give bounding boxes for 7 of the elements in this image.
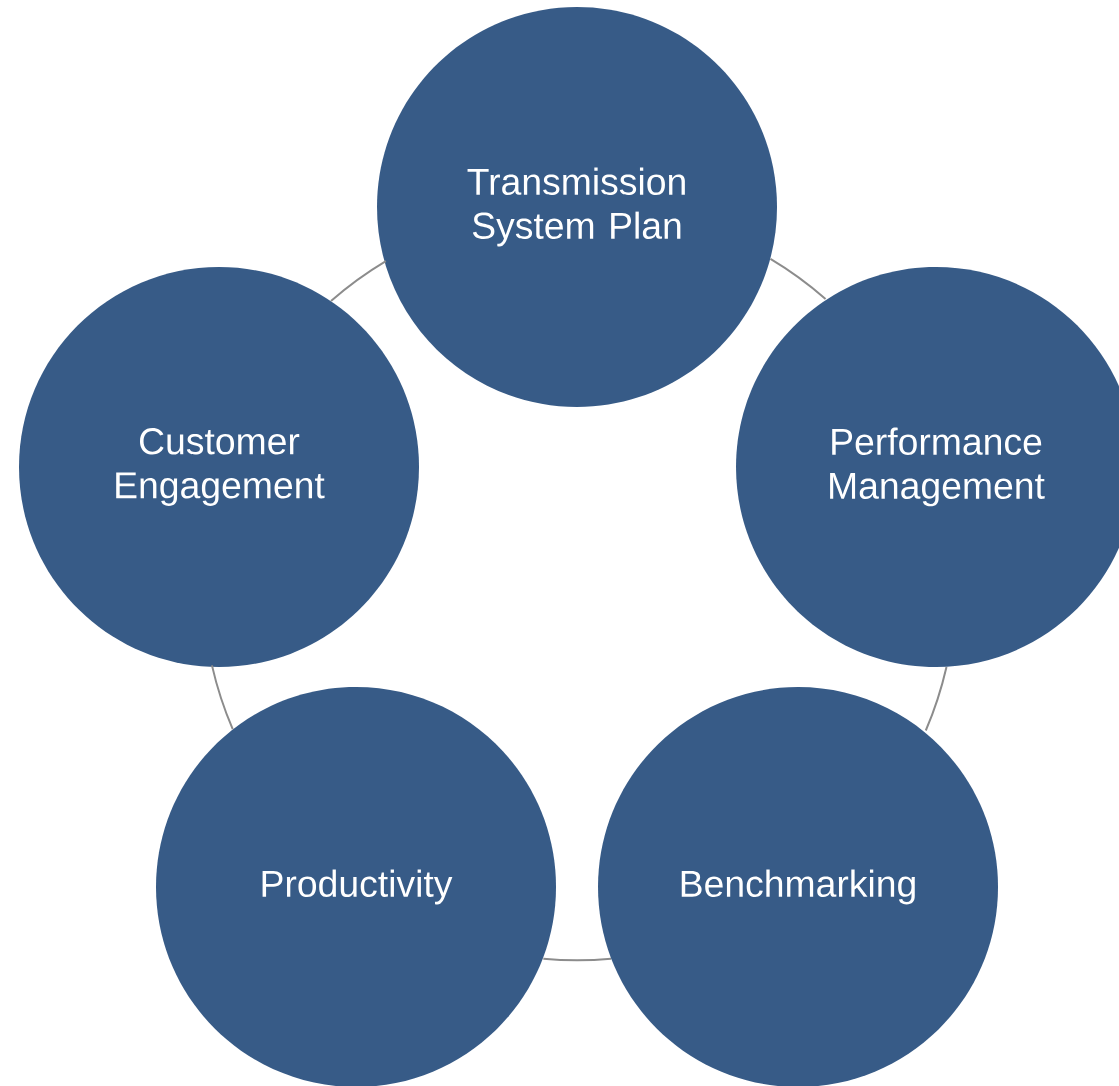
connector-arc bbox=[924, 666, 948, 732]
connector-arc bbox=[210, 664, 234, 731]
connector-arc bbox=[330, 260, 387, 302]
connector-arc bbox=[542, 957, 613, 962]
circle-node: Transmission System Plan bbox=[377, 7, 777, 407]
connector-arc bbox=[769, 257, 827, 300]
circle-node: Customer Engagement bbox=[19, 267, 419, 667]
